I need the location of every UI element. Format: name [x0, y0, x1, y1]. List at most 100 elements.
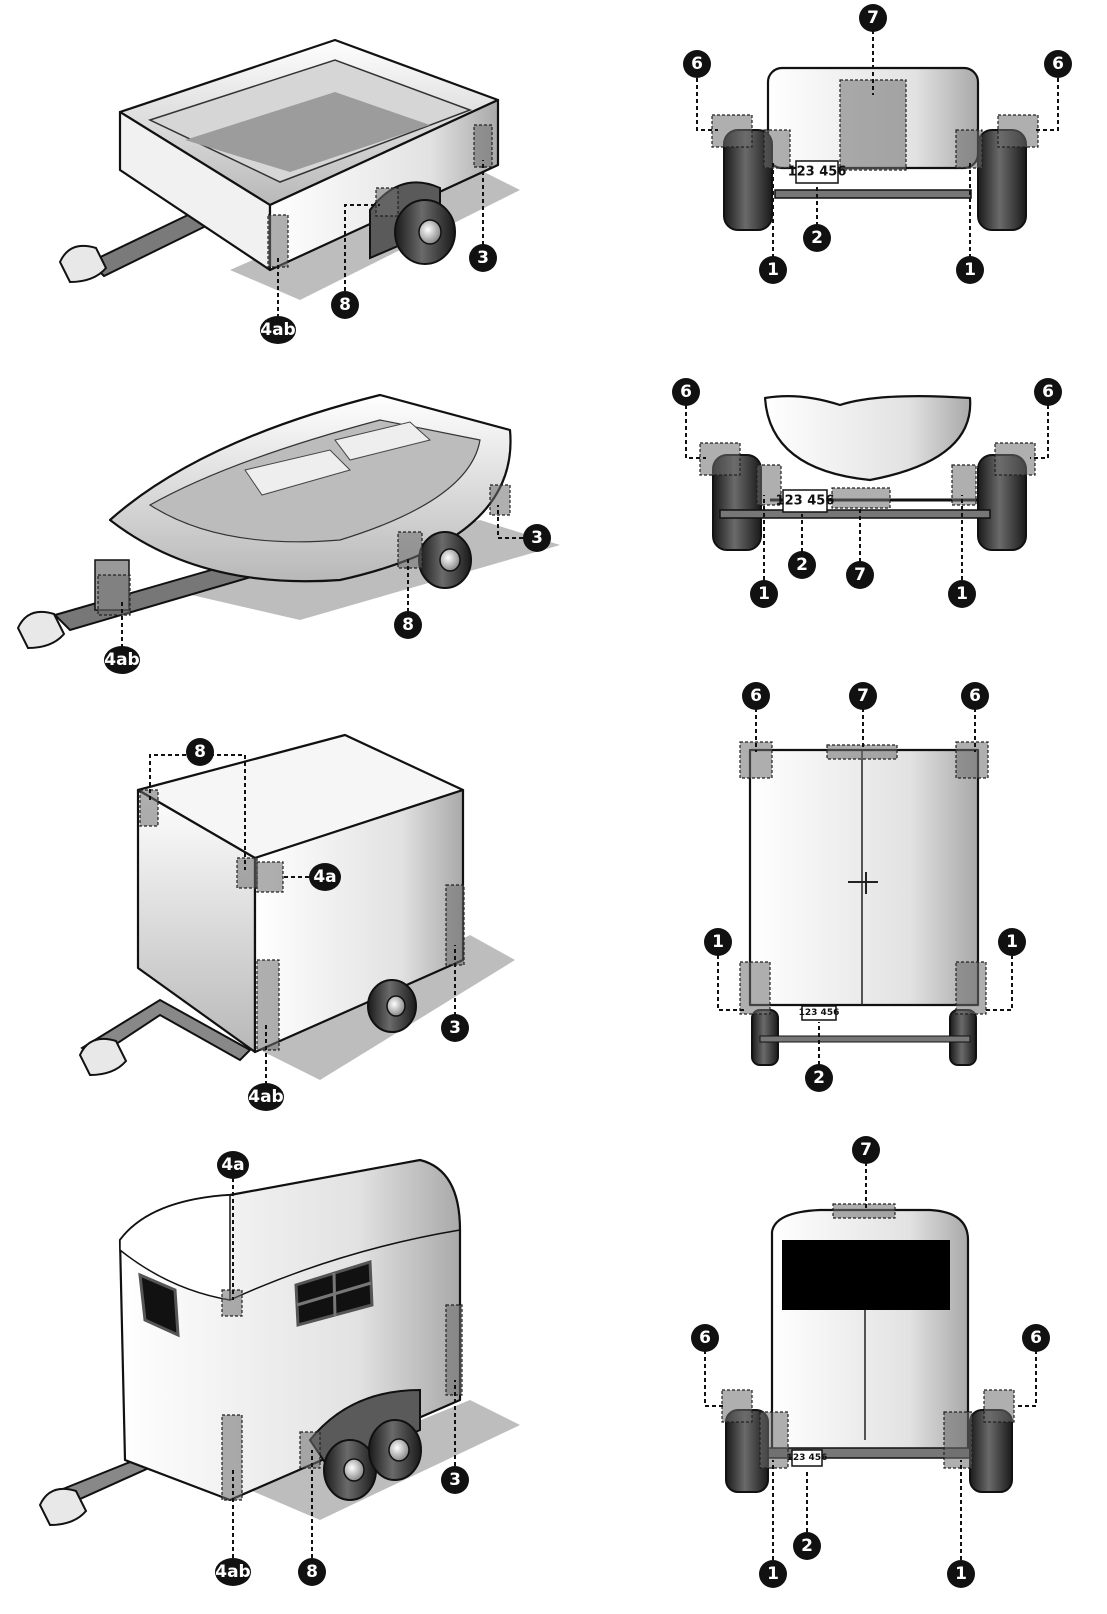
marker-7: 7	[846, 561, 874, 589]
svg-text:2: 2	[796, 555, 808, 575]
svg-text:1: 1	[712, 932, 724, 952]
marking-zone-6-left	[711, 114, 753, 148]
svg-text:123 456: 123 456	[787, 1453, 828, 1463]
marking-zone-1-left	[756, 464, 782, 506]
svg-text:8: 8	[306, 1562, 318, 1582]
svg-text:4a: 4a	[221, 1155, 244, 1175]
svg-text:123 456: 123 456	[788, 165, 847, 180]
marking-zone-8	[375, 187, 399, 217]
svg-text:3: 3	[531, 528, 543, 548]
svg-text:7: 7	[867, 8, 879, 28]
marker-6-left: 6	[683, 50, 711, 78]
marking-zone-6-right	[997, 114, 1039, 148]
marker-3: 3	[523, 524, 551, 552]
marker-6-left: 6	[742, 682, 770, 710]
svg-text:4a: 4a	[313, 867, 336, 887]
marker-1-right: 1	[998, 928, 1026, 956]
marker-3: 3	[441, 1014, 469, 1042]
svg-text:123 456: 123 456	[799, 1008, 840, 1018]
box-trailer-rear-view: 123 456 6 7 6 1 1 2	[704, 682, 1026, 1092]
svg-text:4ab: 4ab	[248, 1087, 283, 1107]
marking-zone-8-right	[236, 857, 258, 889]
marking-zone-8-left	[139, 789, 159, 827]
horse-trailer-rear-view: 123 456 7 6 6 1 2 1	[691, 1136, 1050, 1588]
marker-1-left: 1	[759, 1560, 787, 1588]
boat-trailer-perspective-view: 4ab 8 3	[16, 393, 560, 674]
marking-zone-1-left	[759, 1411, 789, 1469]
marker-8: 8	[394, 611, 422, 639]
marker-8: 8	[186, 738, 214, 766]
marker-3: 3	[469, 244, 497, 272]
marker-6-left: 6	[672, 378, 700, 406]
marker-7: 7	[849, 682, 877, 710]
svg-text:6: 6	[969, 686, 981, 706]
svg-text:7: 7	[854, 565, 866, 585]
marker-7: 7	[859, 4, 887, 32]
marking-zone-6-right	[994, 442, 1036, 476]
license-plate: 123 456	[799, 1005, 840, 1021]
svg-text:8: 8	[194, 742, 206, 762]
marker-4ab: 4ab	[104, 646, 140, 674]
svg-text:4ab: 4ab	[215, 1562, 250, 1582]
marker-2: 2	[803, 224, 831, 252]
marking-zone-7	[832, 1203, 896, 1219]
marker-1-left: 1	[750, 580, 778, 608]
svg-text:4ab: 4ab	[260, 320, 295, 340]
marker-2: 2	[788, 551, 816, 579]
svg-text:1: 1	[956, 584, 968, 604]
marker-1-left: 1	[759, 256, 787, 284]
svg-text:6: 6	[1052, 54, 1064, 74]
box-trailer-perspective-view: 8 4a 4ab 3	[78, 733, 515, 1111]
svg-text:6: 6	[750, 686, 762, 706]
marker-4ab: 4ab	[260, 316, 296, 344]
svg-text:1: 1	[767, 1564, 779, 1584]
marking-zone-8	[397, 531, 423, 569]
marker-1-right: 1	[947, 1560, 975, 1588]
marking-zone-1-right	[955, 961, 987, 1015]
svg-text:7: 7	[860, 1140, 872, 1160]
marking-zone-4a	[256, 861, 284, 893]
svg-text:1: 1	[1006, 932, 1018, 952]
marking-zone-7	[831, 487, 891, 509]
svg-text:2: 2	[811, 228, 823, 248]
license-plate: 123 456	[776, 489, 835, 513]
marker-1-right: 1	[948, 580, 976, 608]
marker-6-right: 6	[961, 682, 989, 710]
marker-8: 8	[331, 291, 359, 319]
marker-7: 7	[852, 1136, 880, 1164]
boat-trailer-rear-view: 123 456 6 6 1 2 7 1	[672, 378, 1062, 608]
marking-zone-1-right	[943, 1411, 973, 1469]
marking-zone-4ab	[256, 959, 280, 1051]
marker-6-right: 6	[1034, 378, 1062, 406]
svg-text:3: 3	[449, 1470, 461, 1490]
svg-text:6: 6	[1042, 382, 1054, 402]
svg-text:3: 3	[477, 248, 489, 268]
marking-zone-3	[489, 484, 511, 516]
cargo-trailer-rear-view: 123 456 7 6 6 1 2 1	[683, 4, 1072, 284]
svg-text:1: 1	[767, 260, 779, 280]
marker-4a: 4a	[309, 863, 341, 891]
marker-3: 3	[441, 1466, 469, 1494]
svg-text:6: 6	[1030, 1328, 1042, 1348]
svg-text:123 456: 123 456	[776, 494, 835, 509]
svg-text:1: 1	[964, 260, 976, 280]
marker-6-right: 6	[1044, 50, 1072, 78]
marking-zone-6-left	[739, 741, 773, 779]
marker-2: 2	[805, 1064, 833, 1092]
marker-1-left: 1	[704, 928, 732, 956]
svg-text:7: 7	[857, 686, 869, 706]
marking-zone-6-left	[721, 1389, 753, 1423]
marker-6-left: 6	[691, 1324, 719, 1352]
marker-4a: 4a	[217, 1151, 249, 1179]
svg-text:6: 6	[680, 382, 692, 402]
license-plate: 123 456	[788, 160, 847, 184]
marking-zone-6-right	[955, 741, 989, 779]
marking-zone-1-right	[955, 129, 983, 169]
marking-zone-1-left	[739, 961, 771, 1015]
svg-text:2: 2	[813, 1068, 825, 1088]
marker-6-right: 6	[1022, 1324, 1050, 1352]
marker-1-right: 1	[956, 256, 984, 284]
marking-zone-3	[445, 1304, 463, 1396]
marking-zone-7	[826, 744, 898, 760]
